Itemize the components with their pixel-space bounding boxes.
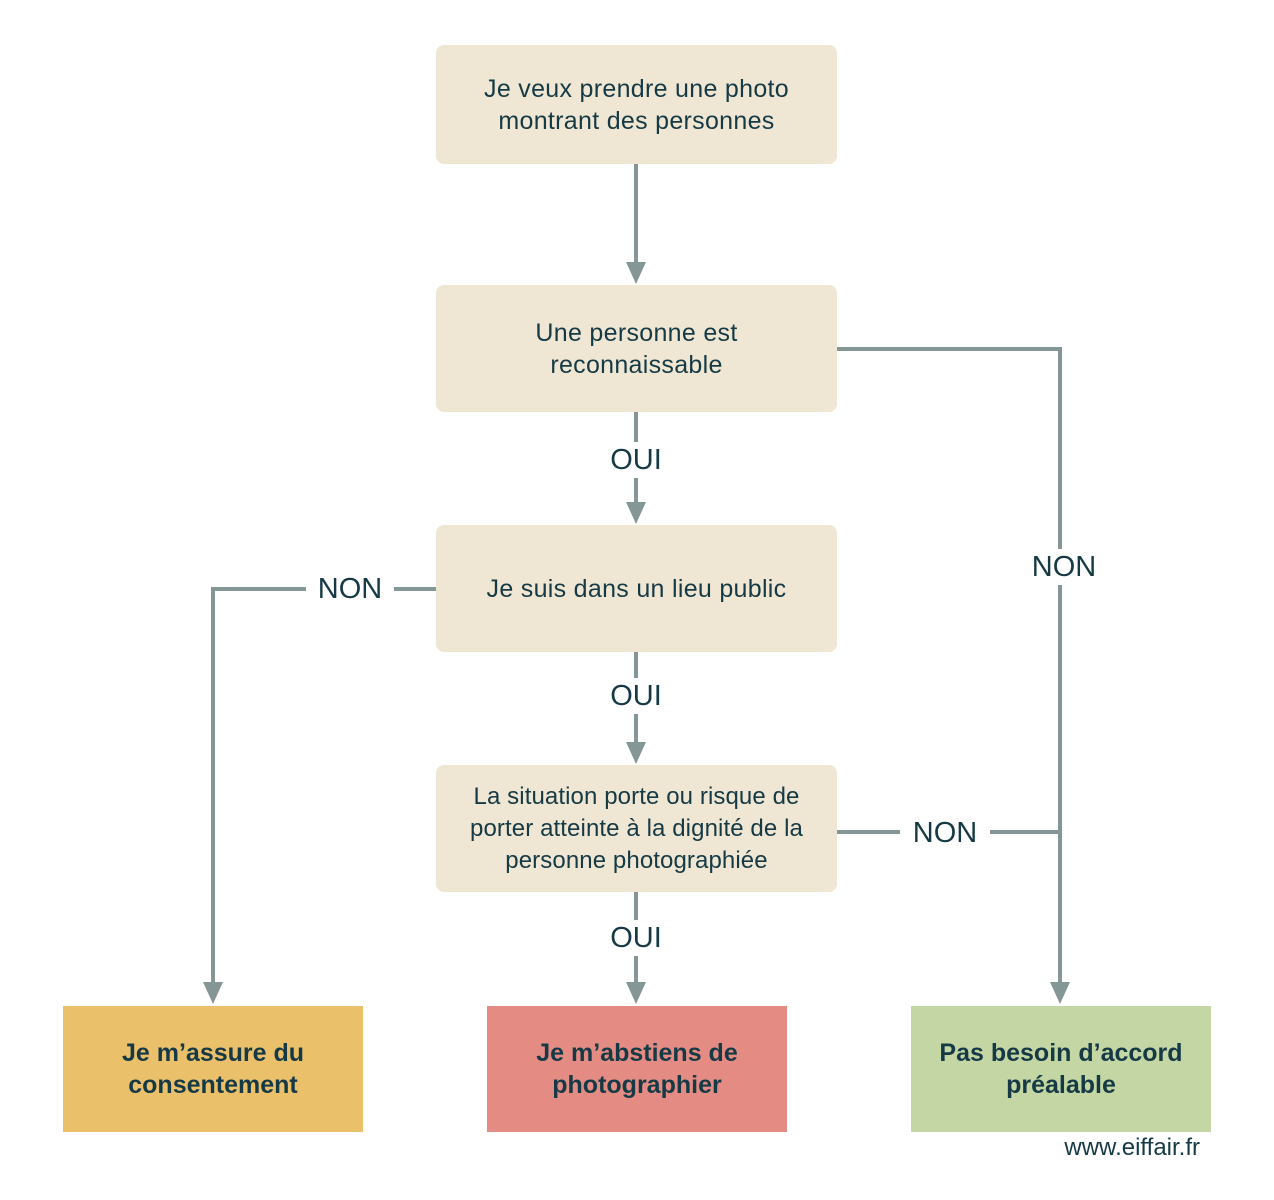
outcome-consent-text: Je m’assure du consentement — [121, 1039, 305, 1099]
label-recognizable-yes: OUI — [604, 442, 668, 478]
outcome-abstain: Je m’abstiens de photographier — [487, 1006, 787, 1132]
node-public-place-text: Je suis dans un lieu public — [486, 574, 787, 603]
arrowhead-recognizable — [626, 262, 646, 284]
outcome-abstain-text: Je m’abstiens de photographier — [536, 1039, 738, 1099]
node-start: Je veux prendre une photo montrant des p… — [436, 45, 837, 164]
label-public-no: NON — [306, 571, 394, 607]
node-dignity: La situation porte ou risque de porter a… — [436, 765, 837, 892]
arrowhead-dignity — [626, 742, 646, 764]
node-recognizable-text: Une personne est reconnaissable — [535, 318, 738, 379]
label-dignity-yes: OUI — [604, 920, 668, 956]
node-start-text: Je veux prendre une photo montrant des p… — [484, 74, 789, 135]
arrowhead-no-consent — [1050, 982, 1070, 1004]
label-recognizable-no: NON — [1020, 549, 1108, 585]
arrow-recognizable-to-no-consent — [836, 347, 1062, 984]
footer-website: www.eiffair.fr — [1064, 1134, 1200, 1161]
arrow-public-to-consent — [211, 587, 436, 984]
node-dignity-text: La situation porte ou risque de porter a… — [470, 782, 803, 874]
outcome-no-consent-needed: Pas besoin d’accord préalable — [911, 1006, 1211, 1132]
label-dignity-no: NON — [900, 815, 990, 851]
arrowhead-consent — [203, 982, 223, 1004]
outcome-consent: Je m’assure du consentement — [63, 1006, 363, 1132]
label-public-yes: OUI — [604, 678, 668, 714]
outcome-no-consent-needed-text: Pas besoin d’accord préalable — [939, 1039, 1183, 1099]
arrowhead-abstain — [626, 982, 646, 1004]
arrowhead-public — [626, 502, 646, 524]
node-public-place: Je suis dans un lieu public — [436, 525, 837, 652]
node-recognizable: Une personne est reconnaissable — [436, 285, 837, 412]
